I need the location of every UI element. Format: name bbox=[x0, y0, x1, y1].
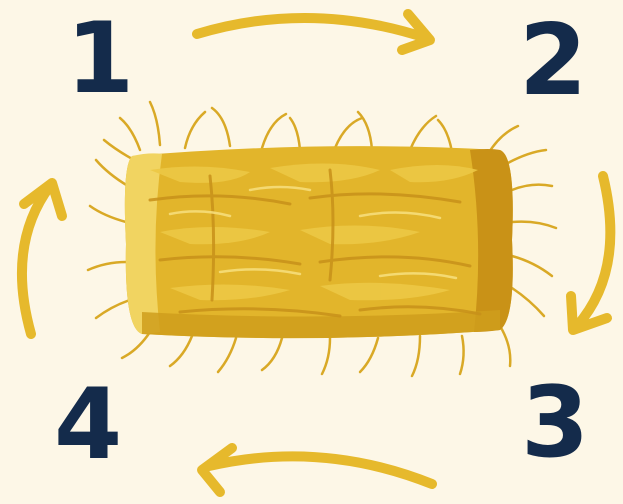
arrow-left-icon bbox=[202, 448, 432, 492]
arrow-right-icon bbox=[197, 14, 430, 50]
hay-bale-icon bbox=[88, 102, 556, 376]
arrow-up-icon bbox=[22, 183, 62, 334]
arrow-down-icon bbox=[571, 176, 610, 330]
